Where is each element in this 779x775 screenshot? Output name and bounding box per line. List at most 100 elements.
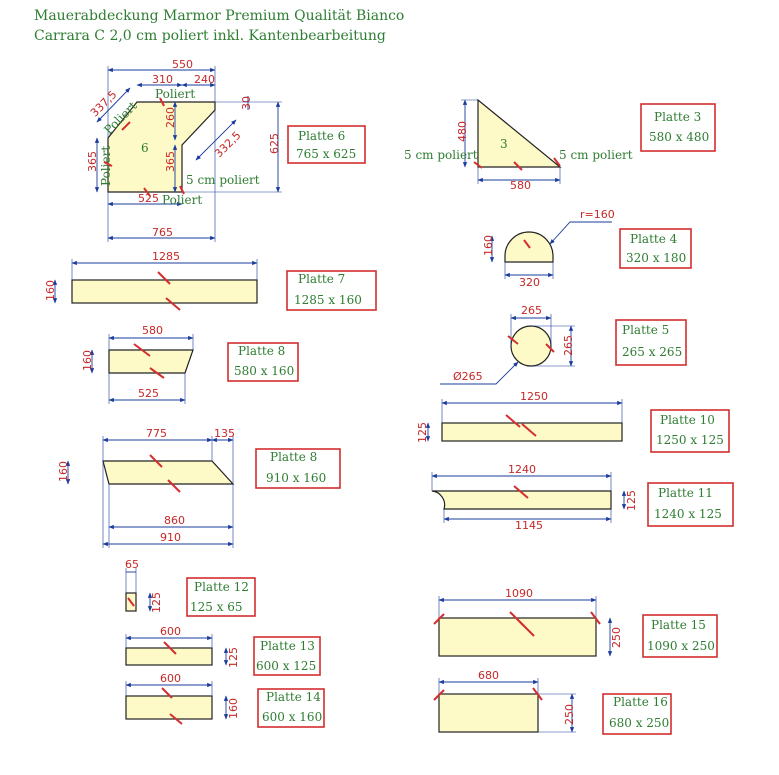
plate-16-label: Platte 16 [613, 695, 668, 709]
dim-line-332 [195, 119, 237, 161]
plate-7-shape [71, 279, 258, 304]
dim-260: 260 [164, 107, 177, 128]
edge-mark [157, 271, 171, 285]
plate-5-label-box [615, 319, 687, 366]
plate-3: 3 480 580 5 cm poliert 5 cm poliert [404, 98, 633, 192]
edge-mark [473, 161, 483, 169]
plate-11: 1240 125 1145 [431, 463, 638, 532]
plate-8b-label: Platte 8 [270, 450, 317, 464]
plate-12-label-box [186, 577, 256, 617]
dim-160: 160 [81, 350, 94, 371]
plate-7-label-box [286, 270, 377, 311]
dim-160: 160 [57, 461, 70, 482]
dim-125: 125 [227, 647, 240, 668]
edge-mark [179, 185, 185, 195]
dim-680: 680 [478, 669, 499, 682]
plate-8b-size: 910 x 160 [266, 471, 326, 485]
plate-14-label: Platte 14 [266, 690, 321, 704]
plate-14-size: 600 x 160 [262, 710, 322, 724]
edge-mark [507, 335, 519, 345]
dim-600: 600 [160, 672, 181, 685]
plate-10-size: 1250 x 125 [656, 433, 724, 447]
dim-line-337 [96, 87, 131, 123]
plate-8b-label-box [255, 448, 341, 489]
edge-mark [519, 621, 535, 637]
edge-mark [545, 343, 555, 353]
plate-3-number: 3 [500, 137, 508, 151]
radius-leader [549, 221, 612, 245]
plate-3-label: Platte 3 [654, 110, 701, 124]
plate-15: 1090 250 [433, 587, 623, 657]
poliert-left-label: Poliert [99, 146, 113, 186]
plate-4-label: Platte 4 [630, 232, 678, 246]
dim-625: 625 [268, 133, 281, 154]
edge-mark [433, 689, 445, 701]
dim-125: 125 [416, 422, 429, 443]
plate-4: 160 320 r=160 [482, 208, 615, 289]
plate-13-shape [125, 647, 213, 666]
plate-12-label: Platte 12 [194, 580, 249, 594]
dim-332-5: 332,5 [212, 129, 243, 160]
dim-525: 525 [138, 192, 159, 205]
dim-160: 160 [227, 698, 240, 719]
plate-8b: 775 135 160 860 910 [57, 427, 235, 548]
plate-6-shape [107, 101, 216, 193]
title-line-1: Mauerabdeckung Marmor Premium Qualität B… [34, 8, 404, 24]
dim-265-right: 265 [562, 335, 575, 356]
plate-15-shape [438, 617, 597, 657]
plate-16-shape [438, 693, 539, 733]
dim-580: 580 [510, 179, 531, 192]
plate-3-shape [477, 98, 562, 168]
title-line-2: Carrara C 2,0 cm poliert inkl. Kantenbea… [34, 28, 386, 44]
dim-250: 250 [563, 704, 576, 725]
plate-14: 600 160 [125, 672, 240, 725]
plate-12-size: 125 x 65 [190, 600, 243, 614]
plate-3-size: 580 x 480 [649, 130, 709, 144]
plate-16-size: 680 x 250 [609, 716, 669, 730]
plate-15-label-box [642, 614, 718, 658]
plate-3-note-left: 5 cm poliert [404, 148, 478, 162]
plate-16: 680 250 [433, 669, 576, 733]
plate-10: 1250 125 [416, 390, 623, 443]
dim-1285: 1285 [152, 250, 180, 263]
plate-14-shape [125, 695, 213, 720]
edge-mark [433, 613, 445, 625]
plate-8a-label-box [227, 342, 299, 382]
plate-8a-label: Platte 8 [238, 344, 285, 358]
plate-4-label-box [619, 228, 692, 269]
plate-7-size: 1285 x 160 [294, 293, 362, 307]
dim-1240: 1240 [508, 463, 536, 476]
dim-775: 775 [146, 427, 167, 440]
dim-525: 525 [138, 387, 159, 400]
cm-poliert-note: 5 cm poliert [186, 173, 260, 187]
plate-6-label-box [287, 125, 366, 164]
plate-6-number: 6 [141, 141, 149, 155]
plate-16-label-box [602, 693, 672, 735]
plate-10-label: Platte 10 [660, 413, 715, 427]
edge-mark [521, 423, 537, 437]
plate-11-size: 1240 x 125 [654, 507, 722, 521]
dim-125: 125 [625, 490, 638, 511]
dim-240: 240 [194, 73, 215, 86]
edge-mark [163, 641, 177, 655]
plate-13-label-box [253, 636, 321, 676]
edge-mark [590, 611, 601, 625]
edge-mark [167, 479, 181, 493]
edge-mark [121, 121, 131, 131]
dim-320: 320 [519, 276, 540, 289]
diameter-label: Ø265 [453, 370, 483, 383]
edge-mark [143, 187, 151, 197]
dim-550: 550 [172, 58, 193, 71]
plate-5-label: Platte 5 [622, 323, 669, 337]
edge-mark [553, 157, 561, 167]
edge-mark [505, 414, 521, 428]
edge-mark [165, 297, 181, 311]
plate-4-size: 320 x 180 [626, 251, 686, 265]
edge-mark [103, 161, 113, 167]
plate-8a-size: 580 x 160 [234, 364, 294, 378]
poliert-top-label: Poliert [155, 87, 195, 101]
edge-mark [523, 239, 531, 249]
dim-160: 160 [44, 280, 57, 301]
dim-600: 600 [160, 625, 181, 638]
